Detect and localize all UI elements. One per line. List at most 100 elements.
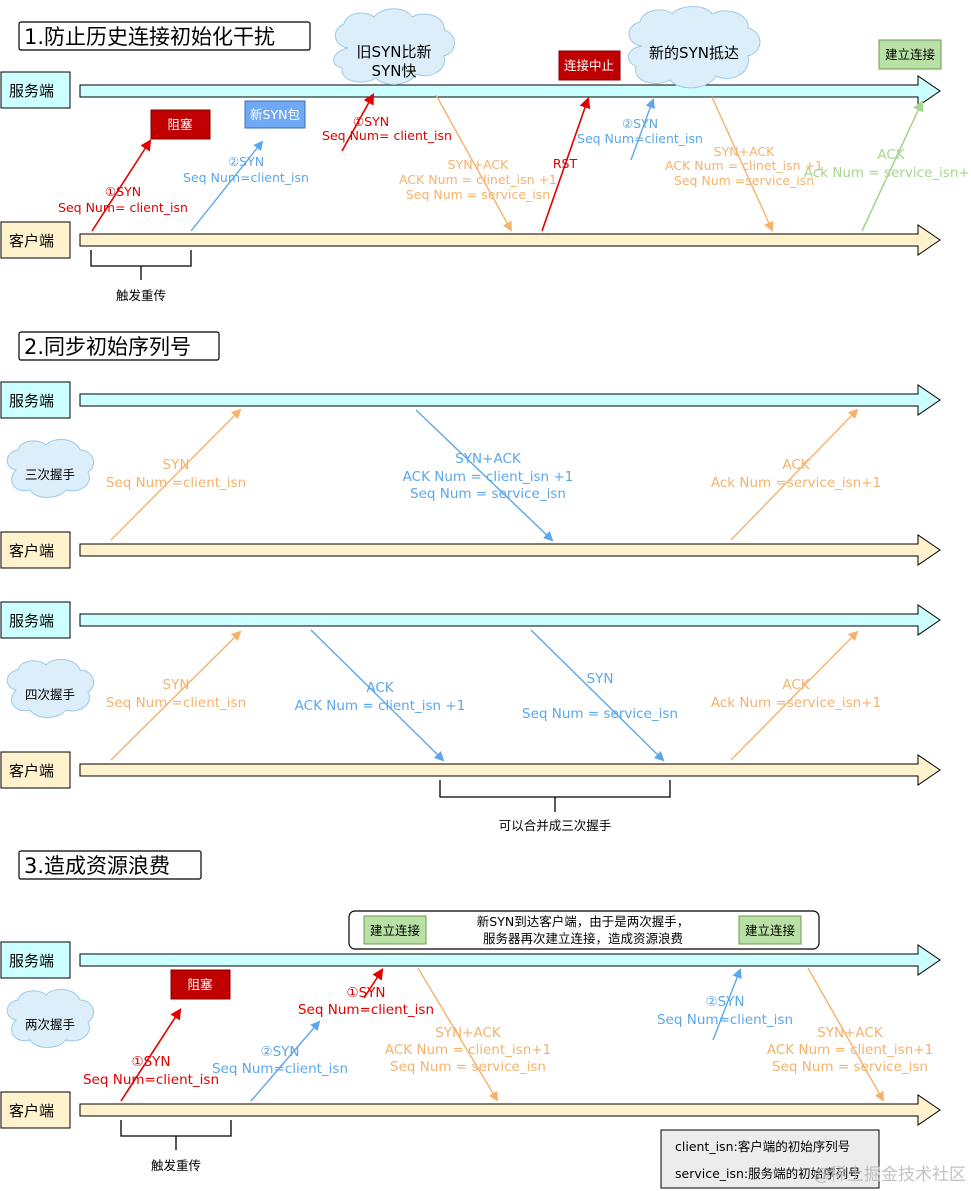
svg-text:SYN+ACK: SYN+ACK xyxy=(448,157,509,172)
syn1-arrow xyxy=(91,139,152,232)
svg-text:Seq Num = service_isn: Seq Num = service_isn xyxy=(390,1059,546,1075)
server-timeline-arrow xyxy=(79,75,941,107)
svg-text:客户端: 客户端 xyxy=(9,1102,54,1120)
svg-text:ACK Num = clinet_isn +1: ACK Num = clinet_isn +1 xyxy=(665,158,823,173)
svg-text:①SYN: ①SYN xyxy=(353,114,389,129)
two-way-cloud xyxy=(6,988,95,1048)
section-2-title: 2.同步初始序列号 xyxy=(24,335,191,359)
svg-text:ACK: ACK xyxy=(782,457,810,473)
svg-text:client_isn:客户端的初始序列号: client_isn:客户端的初始序列号 xyxy=(675,1139,850,1154)
svg-text:ACK Num = client_isn +1: ACK Num = client_isn +1 xyxy=(295,698,466,714)
client-timeline-arrow xyxy=(79,224,941,256)
svg-text:建立连接: 建立连接 xyxy=(745,923,796,938)
svg-text:service_isn:服务端的初始序列号: service_isn:服务端的初始序列号 xyxy=(675,1166,861,1181)
svg-text:触发重传: 触发重传 xyxy=(151,1158,201,1173)
established-left-box xyxy=(363,915,427,945)
retransmit-bracket xyxy=(120,1120,232,1150)
svg-text:Ack Num =service_isn+1: Ack Num =service_isn+1 xyxy=(711,695,881,711)
svg-text:四次握手: 四次握手 xyxy=(25,687,75,702)
svg-text:Ack Num =service_isn+1: Ack Num =service_isn+1 xyxy=(711,475,881,491)
svg-text:ACK Num = client_isn+1: ACK Num = client_isn+1 xyxy=(385,1042,551,1058)
watermark: @稀土掘金技术社区 xyxy=(813,1165,966,1185)
four-way-cloud xyxy=(6,658,95,718)
client-lane-label: 客户端 xyxy=(9,232,54,250)
blocked-box xyxy=(150,109,211,140)
svg-text:新SYN包: 新SYN包 xyxy=(250,107,300,122)
old-syn-cloud xyxy=(333,8,455,85)
svg-text:②SYN: ②SYN xyxy=(260,1044,299,1060)
svg-text:SYN+ACK: SYN+ACK xyxy=(714,144,775,159)
svg-text:Seq Num= client_isn: Seq Num= client_isn xyxy=(58,200,188,215)
svg-text:ACK: ACK xyxy=(782,677,810,693)
svg-text:ACK: ACK xyxy=(877,147,905,163)
svg-text:三次握手: 三次握手 xyxy=(25,467,75,482)
svg-text:②SYN: ②SYN xyxy=(228,154,264,169)
svg-text:建立连接: 建立连接 xyxy=(370,923,421,938)
legend-box xyxy=(660,1129,880,1189)
section-2: 2.同步初始序列号 服务端 客户端 三次握手 SYN Seq Num =clie… xyxy=(0,331,941,833)
svg-text:Seq Num=client_isn: Seq Num=client_isn xyxy=(657,1012,793,1028)
synack1-arrow xyxy=(435,94,512,232)
svg-text:SYN+ACK: SYN+ACK xyxy=(435,1025,502,1041)
merge-bracket xyxy=(439,780,671,812)
svg-text:SYN快: SYN快 xyxy=(372,62,417,80)
new-syn-cloud xyxy=(627,6,761,89)
section-3-title: 3.造成资源浪费 xyxy=(24,854,170,878)
svg-text:ACK Num = client_isn+1: ACK Num = client_isn+1 xyxy=(767,1042,933,1058)
svg-text:新SYN到达客户端，由于是两次握手，: 新SYN到达客户端，由于是两次握手， xyxy=(477,914,689,929)
svg-text:②SYN: ②SYN xyxy=(705,994,744,1010)
svg-text:Seq Num = service_isn: Seq Num = service_isn xyxy=(410,486,566,502)
svg-text:阻塞: 阻塞 xyxy=(167,117,193,132)
ack-arrow xyxy=(861,99,924,232)
svg-text:服务端: 服务端 xyxy=(9,952,54,970)
synack2-arrow xyxy=(711,96,774,232)
svg-text:①SYN: ①SYN xyxy=(131,1054,170,1070)
svg-text:Seq Num =client_isn: Seq Num =client_isn xyxy=(106,695,246,711)
svg-text:Seq Num =service_isn: Seq Num =service_isn xyxy=(674,173,814,188)
svg-text:SYN+ACK: SYN+ACK xyxy=(455,451,522,467)
server-lane-label: 服务端 xyxy=(9,82,54,100)
server-lane-label-box xyxy=(0,71,71,109)
client-lane-label-box xyxy=(0,221,71,259)
retransmit-bracket xyxy=(90,250,192,280)
new-syn-arrow xyxy=(630,98,655,161)
old-syn-arrow xyxy=(341,93,375,152)
svg-text:②SYN: ②SYN xyxy=(622,116,658,131)
established-right-box xyxy=(738,915,802,945)
svg-text:SYN+ACK: SYN+ACK xyxy=(817,1025,884,1041)
svg-text:SYN: SYN xyxy=(163,457,190,473)
svg-text:Seq Num = service_isn: Seq Num = service_isn xyxy=(406,187,550,202)
svg-text:Seq Num=client_isn: Seq Num=client_isn xyxy=(298,1002,434,1018)
section-3: 3.造成资源浪费 建立连接 建立连接 新SYN到达客户端，由于是两次握手， 服务… xyxy=(0,850,966,1189)
new-syn-box xyxy=(244,100,306,129)
svg-text:Seq Num=client_isn: Seq Num=client_isn xyxy=(577,131,703,146)
svg-text:Ack Num = service_isn+1: Ack Num = service_isn+1 xyxy=(804,165,971,181)
svg-text:RST: RST xyxy=(553,156,578,171)
established-box xyxy=(878,39,942,70)
svg-text:Seq Num=client_isn: Seq Num=client_isn xyxy=(83,1072,219,1088)
svg-text:SYN: SYN xyxy=(587,671,614,687)
section-1-title: 1.防止历史连接初始化干扰 xyxy=(24,25,275,49)
abort-box xyxy=(558,50,621,81)
svg-text:两次握手: 两次握手 xyxy=(25,1017,75,1032)
svg-text:SYN: SYN xyxy=(163,677,190,693)
rst-arrow xyxy=(541,96,591,232)
svg-text:连接中止: 连接中止 xyxy=(564,58,614,73)
svg-text:ACK Num = client_isn +1: ACK Num = client_isn +1 xyxy=(403,469,574,485)
svg-text:ACK Num = clinet_isn +1: ACK Num = clinet_isn +1 xyxy=(399,172,557,187)
svg-text:服务器再次建立连接，造成资源浪费: 服务器再次建立连接，造成资源浪费 xyxy=(483,931,683,946)
three-way-cloud xyxy=(6,438,95,498)
svg-text:旧SYN比新: 旧SYN比新 xyxy=(357,43,432,61)
svg-text:客户端: 客户端 xyxy=(9,762,54,780)
svg-text:①SYN: ①SYN xyxy=(105,184,141,199)
svg-text:服务端: 服务端 xyxy=(9,612,54,630)
svg-text:Seq Num= client_isn: Seq Num= client_isn xyxy=(322,128,452,143)
svg-text:建立连接: 建立连接 xyxy=(885,47,936,62)
svg-text:客户端: 客户端 xyxy=(9,542,54,560)
svg-text:Seq Num = service_isn: Seq Num = service_isn xyxy=(772,1059,928,1075)
svg-text:可以合并成三次握手: 可以合并成三次握手 xyxy=(499,818,612,833)
note-box xyxy=(348,910,820,950)
svg-text:ACK: ACK xyxy=(366,680,394,696)
svg-text:服务端: 服务端 xyxy=(9,392,54,410)
